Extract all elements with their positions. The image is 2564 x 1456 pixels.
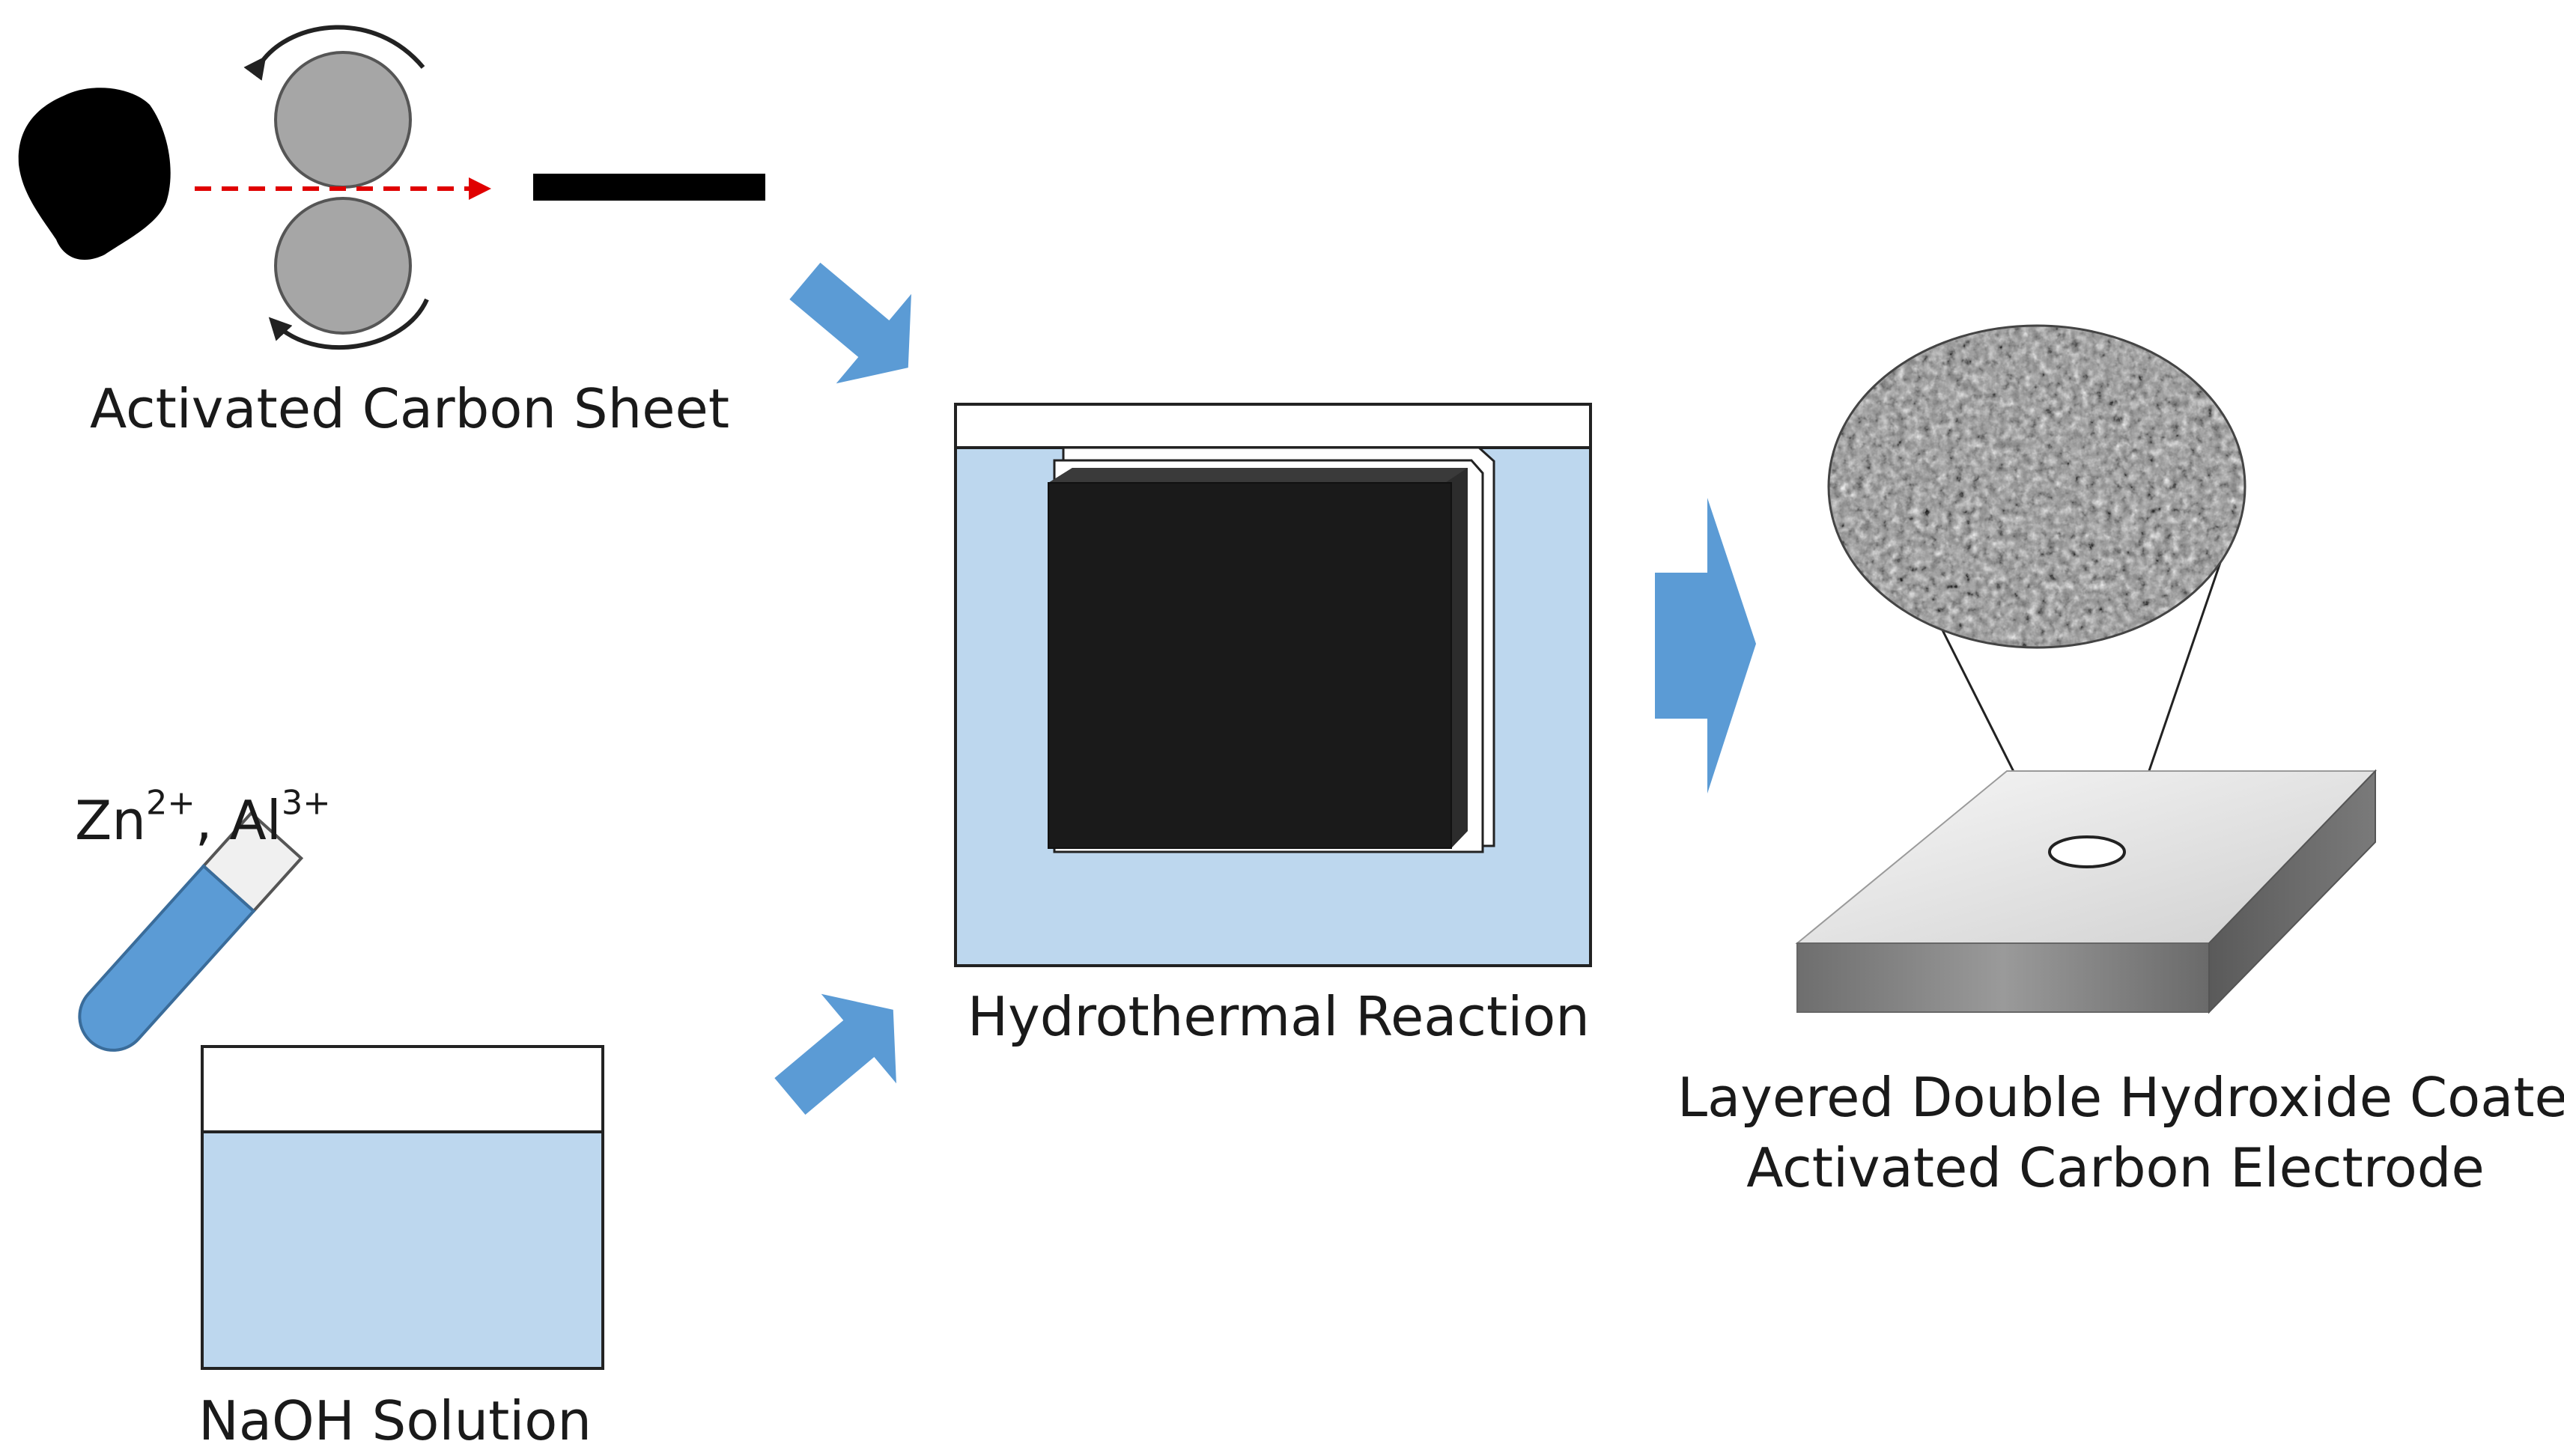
label-product-line2: Activated Carbon Electrode	[1746, 1136, 2485, 1199]
flow-arrow-top	[789, 262, 911, 384]
label-al-charge: 3+	[281, 783, 331, 823]
electrode-slab	[1795, 769, 2378, 1014]
label-al: Al	[229, 789, 282, 852]
carbon-sheet-submerged	[1048, 446, 1495, 853]
roller-bottom	[268, 197, 429, 350]
flow-arrow-right	[1655, 498, 1756, 794]
label-hydrothermal-reaction: Hydrothermal Reaction	[967, 985, 1590, 1048]
carbon-lump	[18, 88, 171, 261]
label-ion-separator: ,	[195, 789, 230, 852]
sem-image-magnifier	[1827, 324, 2246, 848]
naoh-beaker	[201, 1045, 604, 1370]
label-zn-charge: 2+	[145, 783, 195, 823]
label-product: Layered Double Hydroxide Coated Activate…	[1677, 1066, 2564, 1199]
label-product-line1: Layered Double Hydroxide Coated	[1677, 1066, 2564, 1129]
test-tube	[78, 811, 304, 1052]
label-activated-carbon-sheet: Activated Carbon Sheet	[90, 377, 730, 440]
sampled-spot	[2048, 835, 2126, 868]
roller-top	[243, 25, 425, 189]
label-zn: Zn	[75, 789, 146, 852]
label-naoh-solution: NaOH Solution	[198, 1389, 592, 1452]
flow-arrow-bottom	[774, 993, 896, 1115]
label-ions: Zn2+, Al3+	[75, 786, 331, 847]
carbon-sheet	[533, 174, 765, 201]
